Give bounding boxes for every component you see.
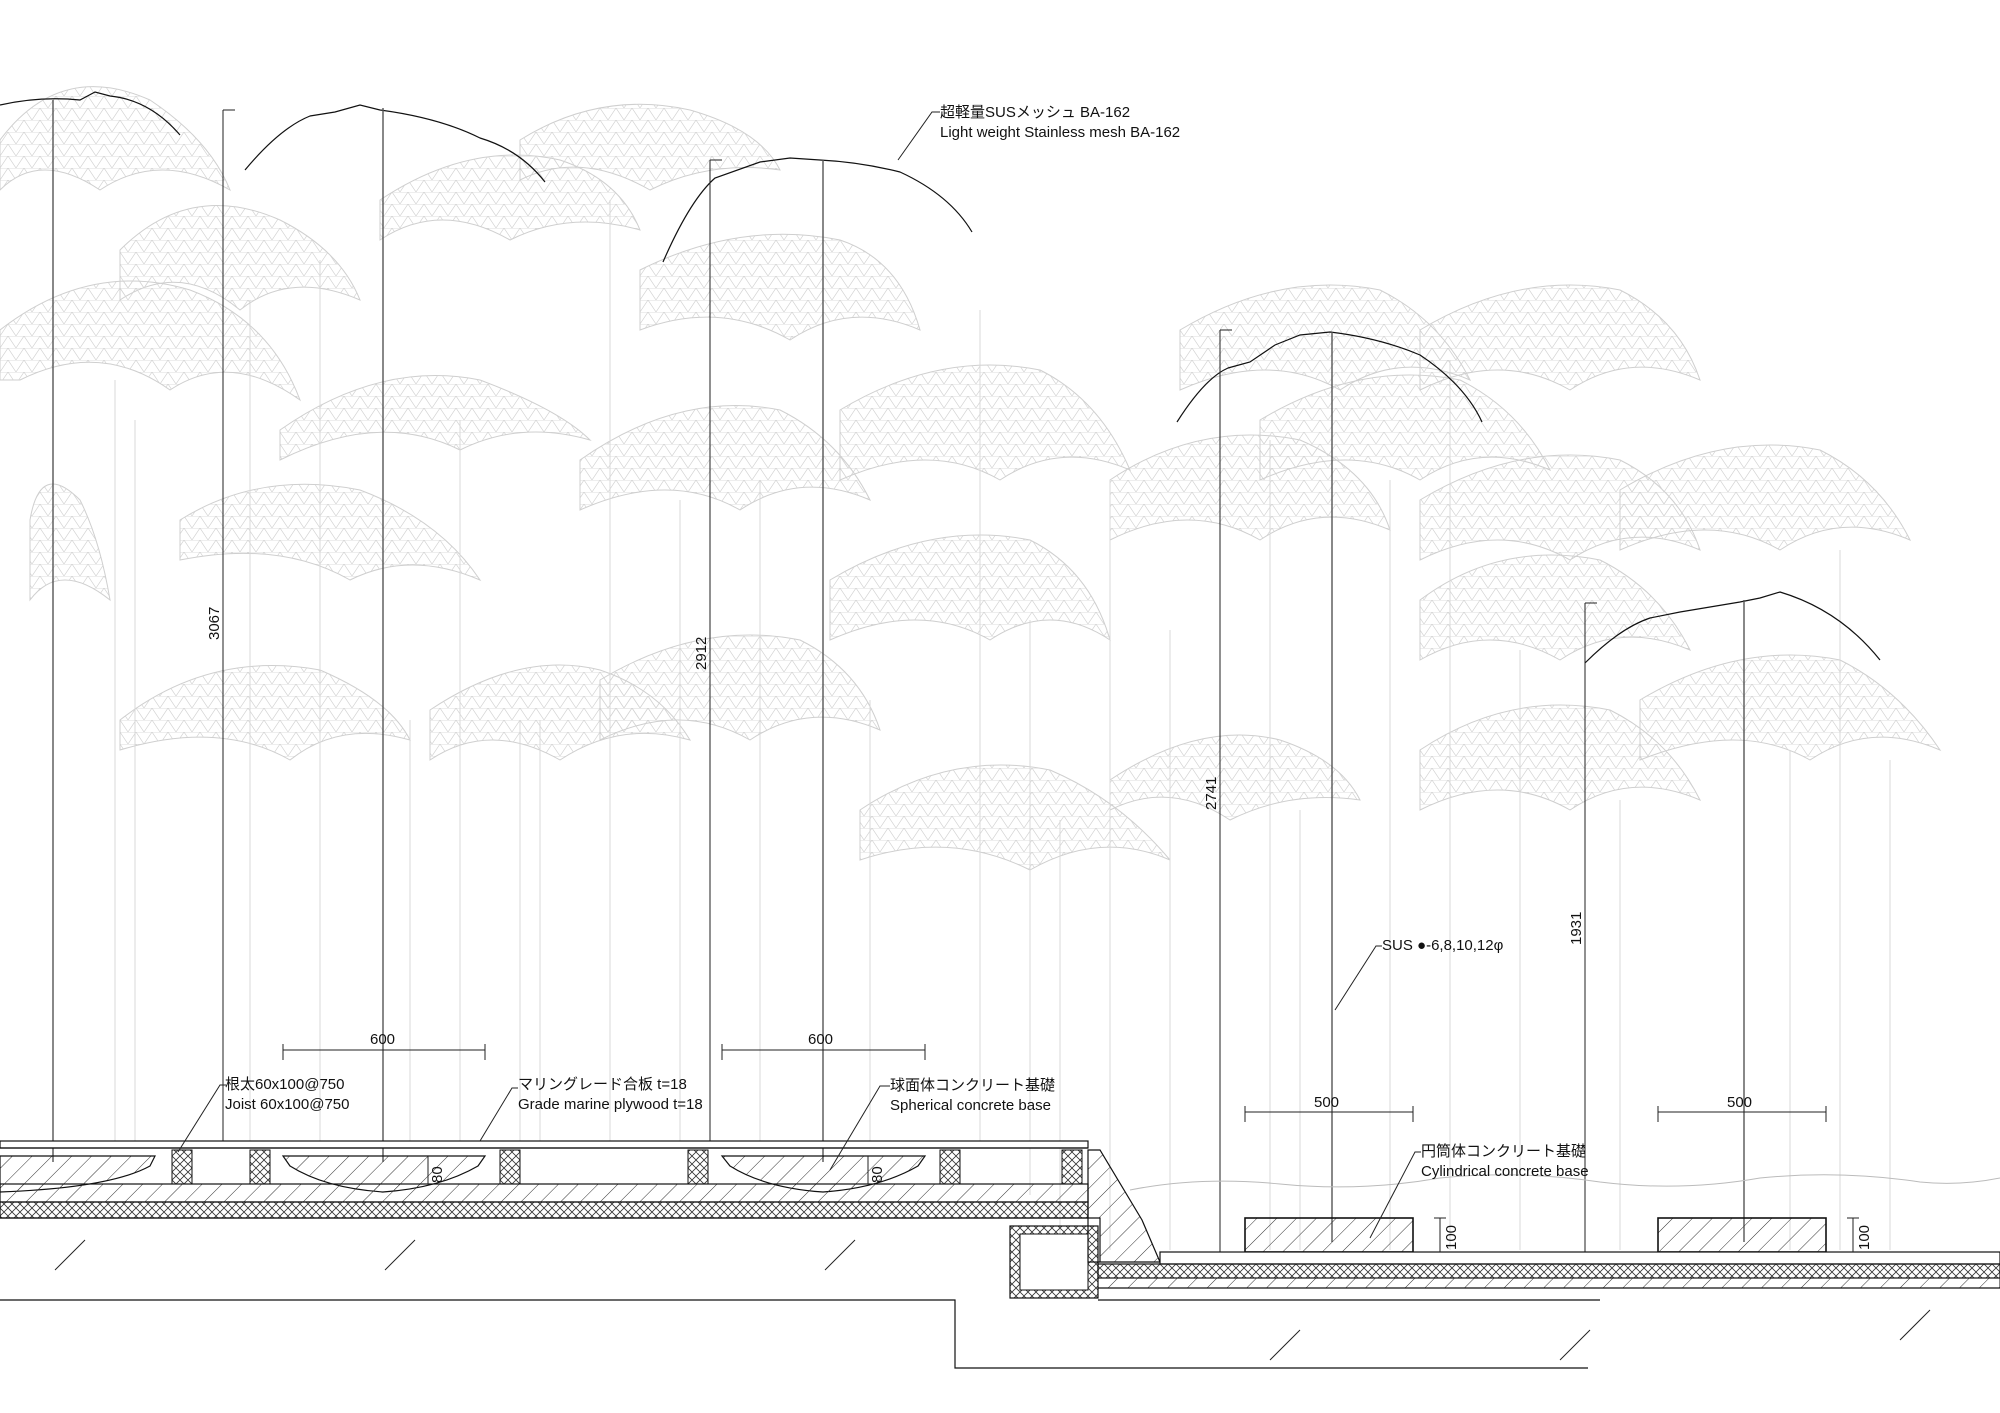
- plywood-label-en: Grade marine plywood t=18: [518, 1096, 703, 1113]
- thickness-dim-100-b: 100: [1856, 1225, 1873, 1250]
- joist-label-en: Joist 60x100@750: [225, 1096, 349, 1113]
- background-rods: [114, 200, 1891, 1250]
- spherical-base-thickness: [427, 1156, 869, 1184]
- height-dim-2912: 2912: [693, 637, 710, 670]
- canopy-3: [662, 157, 973, 263]
- background-canopies: [0, 86, 1942, 871]
- raised-deck: [0, 1140, 1600, 1369]
- cylindrical-base-label-en: Cylindrical concrete base: [1421, 1163, 1589, 1180]
- thickness-dim-80-a: 80: [429, 1166, 446, 1183]
- main-rods: [52, 100, 1745, 1242]
- spherical-base-label-jp: 球面体コンクリート基礎: [890, 1077, 1055, 1094]
- width-dim-500-a: 500: [1314, 1094, 1339, 1111]
- mesh-label-en: Light weight Stainless mesh BA-162: [940, 124, 1180, 141]
- mesh-label-jp: 超軽量SUSメッシュ BA-162: [940, 104, 1130, 121]
- width-dim-600-b: 600: [808, 1031, 833, 1048]
- joist-label-jp: 根太60x100@750: [225, 1076, 344, 1093]
- canopy-1: [0, 91, 181, 136]
- cylindrical-base-label-jp: 円筒体コンクリート基礎: [1421, 1143, 1586, 1160]
- canopy-2: [244, 104, 546, 183]
- height-dim-1931: 1931: [1568, 912, 1585, 945]
- width-dim-600-a: 600: [370, 1031, 395, 1048]
- height-dimensions: [222, 109, 1597, 1253]
- rod-label: SUS ●-6,8,10,12φ: [1382, 937, 1504, 954]
- height-dim-3067: 3067: [206, 607, 223, 640]
- spherical-base-label-en: Spherical concrete base: [890, 1097, 1051, 1114]
- canopy-4: [1176, 331, 1483, 423]
- thickness-dim-80-b: 80: [869, 1166, 886, 1183]
- slab-hatch: [54, 1239, 1931, 1361]
- lower-floor: [1097, 1174, 2000, 1289]
- annotation-leaders: [177, 111, 1421, 1239]
- height-dim-2741: 2741: [1203, 777, 1220, 810]
- canopy-5: [1584, 591, 1881, 664]
- width-dim-500-b: 500: [1727, 1094, 1752, 1111]
- cylindrical-base-thickness: [1434, 1217, 1859, 1252]
- thickness-dim-100-a: 100: [1443, 1225, 1460, 1250]
- plywood-label-jp: マリングレード合板 t=18: [518, 1075, 687, 1093]
- width-dimensions: [282, 1044, 1827, 1122]
